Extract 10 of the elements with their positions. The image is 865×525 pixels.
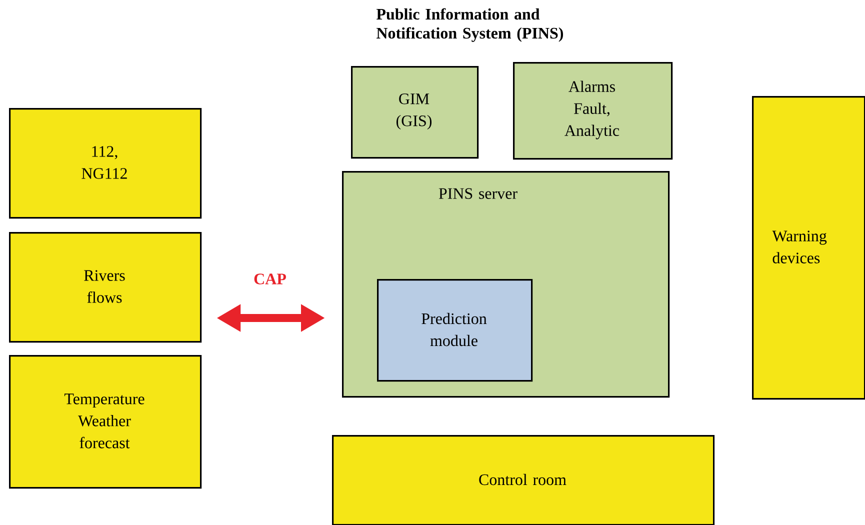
source-box: Rivers flows	[9, 232, 202, 343]
component-box: GIM (GIS)	[351, 66, 479, 159]
component-box: Alarms Fault, Analytic	[513, 62, 673, 160]
room-box: Control room	[332, 435, 715, 525]
title: Public Information and Notification System (PINS)	[376, 8, 564, 42]
module-box: Prediction module	[377, 279, 533, 382]
edge-label: CAP	[254, 274, 286, 284]
device-box: Warning devices	[752, 96, 865, 400]
source-box: 112, NG112	[9, 108, 202, 219]
source-box: Temperature Weather forecast	[9, 355, 202, 489]
